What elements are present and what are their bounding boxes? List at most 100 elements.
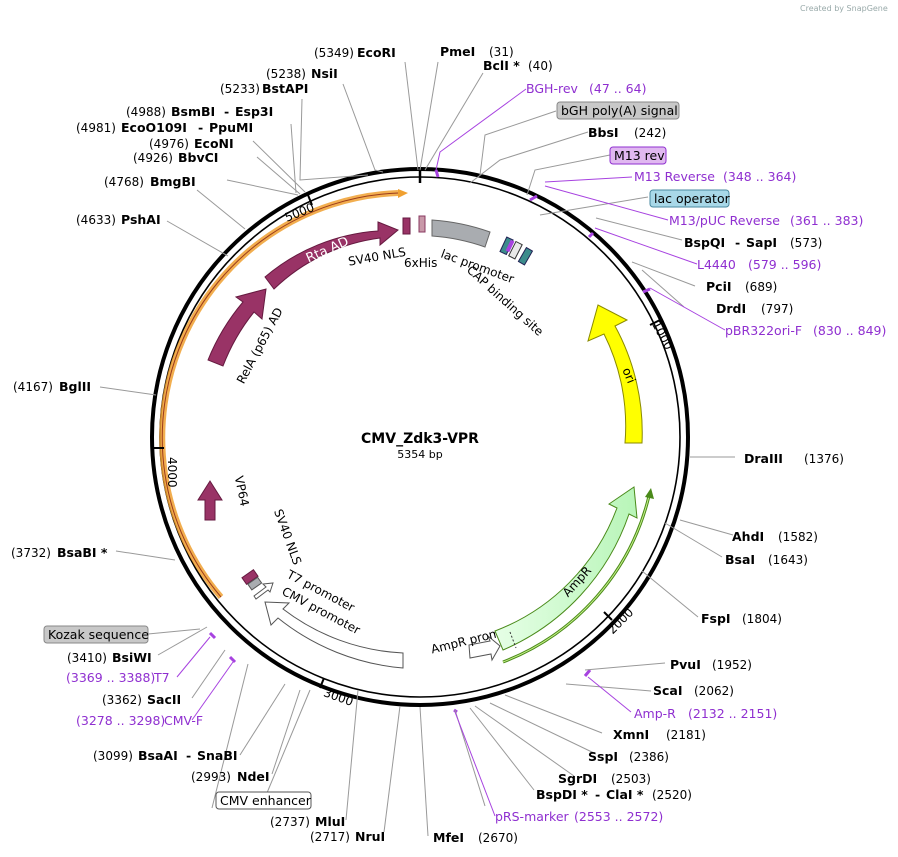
xmni-site[interactable]: XmnI: [613, 727, 649, 742]
tick-4000: 4000: [165, 457, 179, 488]
l4440-mark: [587, 231, 595, 239]
bsaai-site[interactable]: BsaAI: [138, 748, 178, 763]
rta-ad-label: Rta AD: [304, 234, 351, 266]
pshai-site[interactable]: PshAI: [121, 212, 161, 227]
pcii-site[interactable]: PciI: [706, 279, 732, 294]
pbr322ori-f-primer[interactable]: pBR322ori-F: [725, 323, 802, 338]
m13-rev-feature: [508, 240, 523, 260]
cmv-enhancer-box[interactable]: [215, 791, 312, 810]
ahdi-site[interactable]: AhdI: [732, 529, 764, 544]
ndei-pos: (2993): [191, 770, 231, 784]
drdi-site[interactable]: DrdI: [716, 301, 746, 316]
ecori-pos: (5349): [314, 46, 354, 60]
tick-2000: 2000: [605, 605, 636, 636]
bbsi-site[interactable]: BbsI: [588, 125, 619, 140]
bstapi-pos: (5233): [220, 82, 260, 96]
rela-ad-arrow: [207, 288, 267, 367]
ndei-site[interactable]: NdeI: [237, 769, 270, 784]
bsabi-site[interactable]: BsaBI *: [57, 545, 108, 560]
bmgbi-pos: (4768): [104, 175, 144, 189]
bgh-rev-primer[interactable]: BGH-rev: [526, 81, 579, 96]
prs-marker-range: (2553 .. 2572): [574, 809, 663, 824]
sv40-nls-2-arrow: [241, 569, 259, 585]
snabi-dash: -: [186, 748, 191, 763]
bglii-site[interactable]: BglII: [59, 379, 91, 394]
pmei-site[interactable]: PmeI: [440, 44, 475, 59]
amp-r-primer[interactable]: Amp-R: [634, 706, 676, 721]
sspi-site[interactable]: SspI: [588, 749, 618, 764]
cmv-f-primer[interactable]: CMV-F: [164, 713, 203, 728]
bbvci-site[interactable]: BbvCI: [178, 150, 218, 165]
ori-label: ori: [619, 366, 638, 386]
sspi-pos: (2386): [629, 750, 669, 764]
bsai-pos: (1643): [768, 553, 808, 567]
lac-promoter-arrow: [431, 219, 491, 248]
amp-r-range: (2132 .. 2151): [688, 706, 777, 721]
econi-pos: (4976): [149, 137, 189, 151]
pvui-pos: (1952): [712, 658, 752, 672]
sacii-site[interactable]: SacII: [147, 692, 181, 707]
bstapi-site[interactable]: BstAPI: [262, 81, 308, 96]
ecoo109i-pos: (4981): [76, 121, 116, 135]
sgrdi-pos: (2503): [611, 772, 651, 786]
l4440-range: (579 .. 596): [748, 257, 821, 272]
bsmbi-pos: (4988): [126, 105, 166, 119]
mfei-pos: (2670): [478, 831, 518, 845]
nrui-site[interactable]: NruI: [355, 829, 385, 844]
sacii-pos: (3362): [102, 693, 142, 707]
tick-3000-mark: [319, 677, 325, 689]
sapi-site[interactable]: SapI: [746, 235, 777, 250]
tick-5000-mark: [307, 194, 313, 206]
draiii-site[interactable]: DraIII: [744, 451, 783, 466]
econi-site[interactable]: EcoNI: [194, 136, 234, 151]
bspqi-pos: (573): [790, 236, 822, 250]
bgh-polya-box[interactable]: [556, 101, 680, 120]
pbr322ori-f-range: (830 .. 849): [813, 323, 886, 338]
m13-rev-box[interactable]: [609, 146, 667, 165]
snabi-site[interactable]: SnaBI: [197, 748, 238, 763]
insert-arrowhead: [398, 189, 408, 198]
ampr-green-strand-inner: [502, 495, 650, 663]
bsmbi-site[interactable]: BsmBI: [171, 104, 215, 119]
pmei-pos: (31): [489, 45, 514, 59]
mlui-site[interactable]: MluI: [315, 814, 345, 829]
insert-track: [161, 192, 399, 598]
m13-puc-reverse-primer[interactable]: M13/pUC Reverse: [669, 213, 780, 228]
fspi-site[interactable]: FspI: [701, 611, 731, 626]
m13-puc-reverse-range: (361 .. 383): [790, 213, 863, 228]
prs-marker-primer[interactable]: pRS-marker: [495, 809, 570, 824]
bspqi-site[interactable]: BspQI: [684, 235, 725, 250]
ppumi-site[interactable]: PpuMI: [209, 120, 253, 135]
t7-primer-mark: [208, 631, 217, 640]
vp64-arrow: [197, 480, 223, 521]
clai-dash: -: [595, 787, 600, 802]
draiii-pos: (1376): [804, 452, 844, 466]
bsai-site[interactable]: BsaI: [725, 552, 755, 567]
lac-operator-box[interactable]: [649, 189, 730, 208]
l4440-primer[interactable]: L4440: [697, 257, 736, 272]
ampr-arrow: [494, 486, 638, 651]
ecoo109i-site[interactable]: EcoO109I: [121, 120, 187, 135]
esp3i-site[interactable]: Esp3I: [235, 104, 273, 119]
bcli-site[interactable]: BclI *: [483, 58, 520, 73]
t7-primer[interactable]: T7: [153, 670, 170, 685]
bspdi-site[interactable]: BspDI *: [536, 787, 588, 802]
bmgbi-site[interactable]: BmgBI: [150, 174, 196, 189]
bgh-rev-range: (47 .. 64): [589, 81, 646, 96]
cmv-promoter-arrow: [264, 601, 404, 669]
ecori-site[interactable]: EcoRI: [357, 45, 396, 60]
mfei-site[interactable]: MfeI: [433, 830, 464, 845]
xmni-pos: (2181): [666, 728, 706, 742]
scai-site[interactable]: ScaI: [653, 683, 683, 698]
pvui-site[interactable]: PvuI: [670, 657, 701, 672]
bsiwi-site[interactable]: BsiWI: [112, 650, 152, 665]
6xhis-label: 6xHis: [404, 256, 437, 270]
nsii-site[interactable]: NsiI: [311, 66, 338, 81]
kozak-box[interactable]: [43, 625, 149, 644]
m13-reverse-primer[interactable]: M13 Reverse: [634, 169, 715, 184]
kozak-feature: [247, 576, 263, 591]
sgrdi-site[interactable]: SgrDI: [558, 771, 597, 786]
clai-site[interactable]: ClaI *: [606, 787, 644, 802]
cap-binding-feature: [517, 246, 534, 266]
